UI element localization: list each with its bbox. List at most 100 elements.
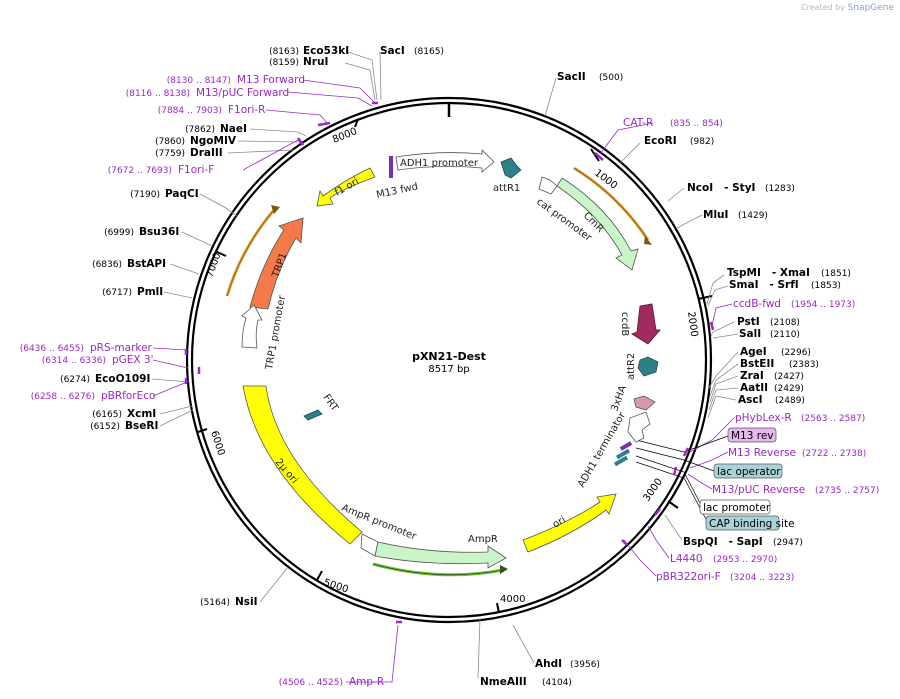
site-zrai-pos: (2427) [774, 372, 804, 382]
site-nmeaiii-pos: (4104) [542, 678, 572, 688]
site-ncoi-styi-name: NcoI - StyI [687, 182, 755, 194]
primer-amp-r-name: Amp-R [349, 676, 384, 688]
site-sali-name: SalI [739, 328, 761, 340]
lac-region-feature-2 [615, 448, 631, 460]
feature-attr2-label: attR2 [626, 353, 637, 380]
ampr-arrow [374, 541, 507, 569]
label-cap-site-box [705, 515, 780, 531]
primer-m13-forward-name: M13 Forward [237, 74, 305, 86]
site-mlui-pos: (1429) [738, 211, 768, 221]
feature-f1-ori-label: f1 ori [333, 176, 361, 199]
site-nsii-name: NsiI [235, 596, 258, 608]
site-zrai-name: ZraI [740, 370, 764, 382]
tick-7000: 7000 [204, 251, 223, 279]
frt-arrow [303, 409, 323, 421]
site-psti-pos: (2108) [770, 318, 800, 328]
site-ecoo109i-pos: (6274) [60, 375, 90, 385]
primer-m13-reverse-name: M13 Reverse [728, 447, 796, 459]
primer-m13-forward-pos: (8130 .. 8147) [167, 76, 231, 86]
site-sacii-name: SacII [557, 71, 586, 83]
site-naei-name: NaeI [220, 123, 247, 135]
label-lac-operator-text: lac operator [717, 466, 781, 478]
primer-pbrforeco-name: pBRforEco [101, 390, 155, 402]
lac-region-feature-1 [619, 441, 633, 451]
site-pmli-name: PmlI [137, 286, 163, 298]
site-agei-name: AgeI [740, 346, 767, 358]
site-nsii-pos: (5164) [200, 598, 230, 608]
primer-f1ori-f-pos: (7672 .. 7693) [108, 166, 172, 176]
primer-pgex3-pos: (6314 .. 6336) [42, 356, 106, 366]
primer-m13-puc-reverse-pos: (2735 .. 2757) [815, 486, 879, 496]
primer-f1ori-r-pos: (7884 .. 7903) [158, 106, 222, 116]
primer-ccdb-fwd-name: ccdB-fwd [733, 298, 781, 310]
site-saci-pos: (8165) [414, 47, 444, 57]
site-saci-name: SacI [380, 45, 405, 57]
snapgene-credit: Created by SnapGene [801, 3, 894, 13]
site-bsteii-pos: (2383) [789, 360, 819, 370]
tick-4000: 4000 [500, 594, 525, 605]
primer-pbr322ori-f-pos: (3204 .. 3223) [730, 573, 794, 583]
site-xcmi-pos: (6165) [92, 410, 122, 420]
feature-adh1-terminator-label: ADH1 terminator [576, 410, 628, 490]
site-ecori-pos: (982) [690, 137, 714, 147]
cat-promoter-arrow [538, 176, 558, 195]
tick-5000: 5000 [322, 577, 350, 595]
site-bsu36i-pos: (6999) [104, 228, 134, 238]
primer-pgex3-name: pGEX 3' [112, 354, 154, 366]
site-nrui-name: NruI [303, 56, 328, 68]
site-ecori-name: EcoRI [644, 135, 677, 147]
feature-m13-fwd-label: M13 fwd [375, 181, 419, 201]
f1-ori-arrow [316, 167, 376, 207]
primer-cat-r-pos: (835 .. 854) [670, 119, 723, 129]
adh1-promoter-arrow [395, 149, 495, 173]
site-mlui-name: MluI [703, 209, 728, 221]
tick-3000: 3000 [641, 477, 665, 504]
backbone-outer-ring [185, 96, 713, 624]
site-ngomiv-name: NgoMIV [190, 135, 237, 147]
label-cap-site-text: CAP binding site [709, 518, 795, 530]
site-paqci-name: PaqCI [165, 188, 199, 200]
f1ori-primer-arrow-inner [226, 209, 275, 297]
ccdb-arrow [631, 303, 661, 345]
cmr-arrow [556, 177, 639, 271]
feature-3xha-label: 3xHA [609, 384, 629, 413]
cmr-primer-arrowhead [644, 236, 652, 245]
plasmid-name: pXN21-Dest [412, 350, 486, 363]
f1ori-primer-arrowhead [271, 205, 280, 214]
primer-cat-r-name: CAT-R [623, 117, 653, 129]
primer-pbrforeco-pos: (6258 .. 6276) [31, 392, 95, 402]
site-ahdi-name: AhdI [535, 658, 562, 670]
cmr-primer-arrow-inner [573, 167, 649, 241]
site-asci-name: AscI [738, 394, 763, 406]
primer-ccdb-fwd-pos: (1954 .. 1973) [791, 300, 855, 310]
site-smai-srfi-pos: (1853) [811, 281, 841, 291]
primer-m13-puc-forward-name: M13/pUC Forward [196, 87, 289, 99]
adh1-terminator-arrow [627, 411, 651, 443]
site-nmeaiii-name: NmeAIII [480, 676, 527, 688]
plasmid-length: 8517 bp [428, 364, 469, 375]
label-lac-promoter-text: lac promoter [703, 502, 771, 514]
site-aatii-pos: (2429) [774, 384, 804, 394]
primer-l4440-pos: (2953 .. 2970) [713, 555, 777, 565]
ampr-primer-arrowhead [500, 565, 508, 574]
trp1-arrow [249, 217, 304, 310]
primer-l4440-name: L4440 [670, 553, 703, 565]
site-sacii-pos: (500) [599, 73, 623, 83]
site-sali-pos: (2110) [770, 330, 800, 340]
feature-ccdb-label: ccdB [619, 312, 630, 336]
site-psti-name: PstI [737, 316, 760, 328]
site-agei-pos: (2296) [781, 348, 811, 358]
site-tspmi-xmai-name: TspMI - XmaI [727, 267, 810, 279]
backbone-inner-ring [190, 101, 708, 619]
credit-prefix: Created by [801, 3, 846, 12]
site-aatii-name: AatII [740, 382, 768, 394]
site-ecoo109i-name: EcoO109I [95, 373, 150, 385]
feature-shapes [241, 149, 661, 569]
site-bsu36i-name: Bsu36I [139, 226, 179, 238]
site-smai-srfi-name: SmaI - SrfI [729, 279, 799, 291]
primer-marks [184, 101, 715, 624]
site-bspqi-sapi-name: BspQI - SapI [683, 536, 763, 548]
tick-1000: 1000 [592, 168, 619, 192]
site-eco53ki-name: Eco53kI [303, 45, 349, 57]
